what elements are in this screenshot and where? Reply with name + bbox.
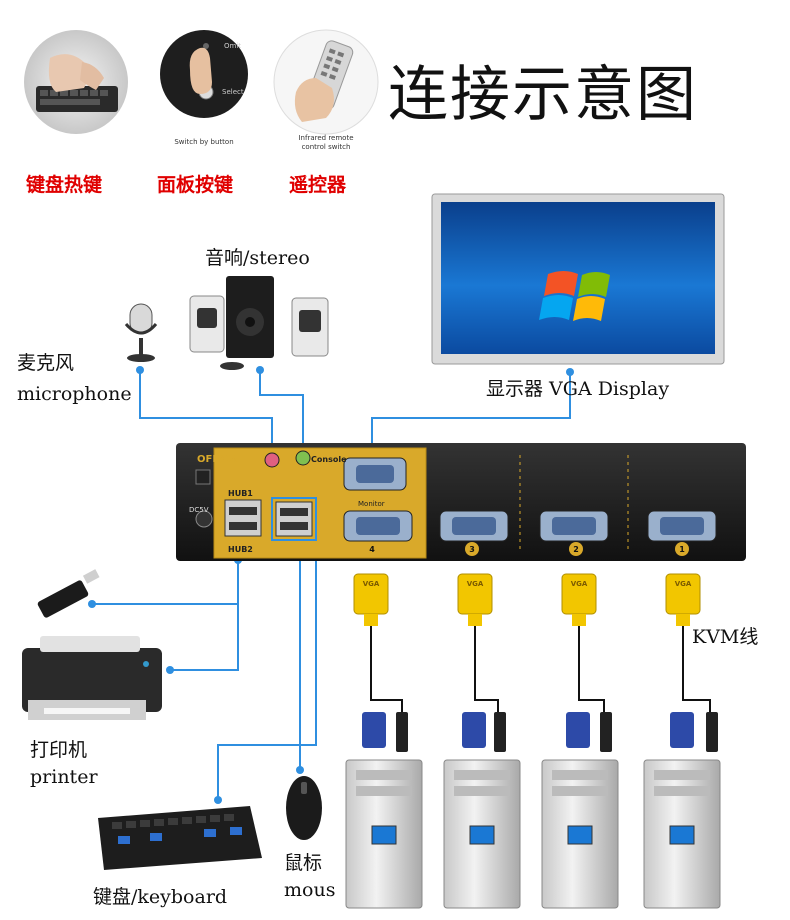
- dc-label: DC5V: [189, 506, 209, 514]
- microphone-label-cn: 麦克风: [17, 348, 74, 375]
- mouse-icon: [286, 776, 322, 840]
- microphone-label-en: microphone: [17, 383, 132, 405]
- keyboard-label: 键盘/keyboard: [93, 882, 227, 909]
- vga-plug-text-4: VGA: [675, 580, 692, 588]
- kvm-switch: OFF/ON DC5V Console Monitor HUB1 HUB2 4 …: [176, 443, 746, 561]
- port-number-2: 2: [573, 545, 579, 554]
- printer-label-cn: 打印机: [30, 735, 87, 762]
- hub2-label: HUB2: [228, 545, 253, 554]
- port-number-4: 4: [369, 545, 375, 554]
- mouse-label-cn: 鼠标: [284, 848, 322, 875]
- kvm-cable-4: VGA: [666, 574, 718, 752]
- vga-plug-text-1: VGA: [363, 580, 380, 588]
- keyboard-icon: [98, 806, 262, 870]
- hub1-label: HUB1: [228, 489, 253, 498]
- monitor-display: [432, 194, 724, 364]
- pc-tower-1: [346, 760, 422, 908]
- console-label: Console: [311, 455, 347, 464]
- kvm-cable-label: KVM线: [692, 622, 758, 649]
- kvm-cable-3: VGA: [562, 574, 612, 752]
- vga-plug-text-3: VGA: [571, 580, 588, 588]
- kvm-cable-2: VGA: [458, 574, 506, 752]
- pc-tower-4: [644, 760, 720, 908]
- vga-plug-text-2: VGA: [467, 580, 484, 588]
- stereo-speakers: [190, 276, 328, 370]
- monitor-port-label: Monitor: [358, 500, 385, 508]
- power-label: OFF/ON: [197, 454, 240, 465]
- port-number-1: 1: [679, 545, 685, 554]
- pc-tower-3: [542, 760, 618, 908]
- display-label: 显示器 VGA Display: [486, 374, 669, 401]
- port-number-3: 3: [469, 545, 475, 554]
- stereo-label: 音响/stereo: [205, 243, 310, 270]
- printer-icon: [22, 636, 162, 720]
- usb-drive-icon: [37, 569, 100, 619]
- kvm-cable-1: VGA: [354, 574, 408, 752]
- mouse-label-en: mous: [284, 879, 335, 901]
- printer-label-en: printer: [30, 766, 98, 788]
- pc-tower-2: [444, 760, 520, 908]
- microphone-icon: [126, 304, 156, 362]
